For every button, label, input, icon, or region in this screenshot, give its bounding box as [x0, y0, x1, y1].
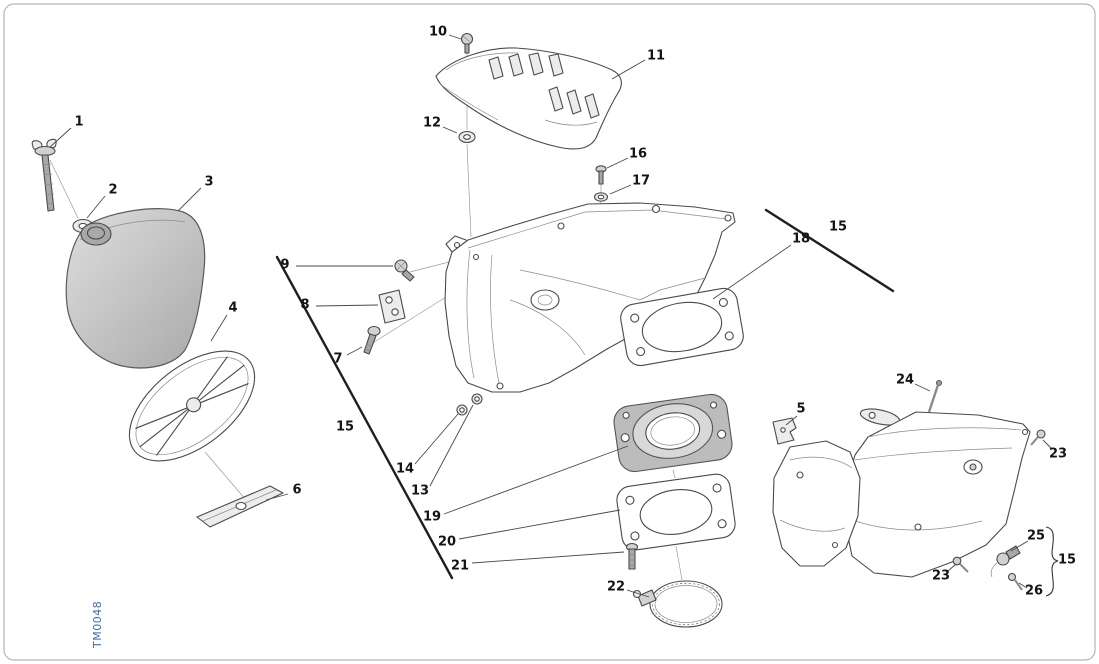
callout-leader-5: [785, 415, 798, 426]
part-switch-25: [990, 545, 1021, 578]
callout-23: 23: [1049, 447, 1067, 462]
callout-14: 14: [396, 462, 414, 477]
group-brace-15: [1045, 526, 1059, 597]
part-rear-housing: [844, 411, 1031, 578]
callout-26: 26: [1025, 584, 1043, 599]
callout-3: 3: [204, 175, 213, 190]
callout-leader-14: [414, 413, 459, 465]
part-hose-clamp: [632, 580, 723, 628]
callout-20: 20: [438, 535, 456, 550]
callout-10: 10: [429, 25, 447, 40]
part-screw-16: [595, 165, 607, 185]
part-clip-5: [772, 417, 797, 445]
callout-9: 9: [280, 258, 289, 273]
callout-8: 8: [300, 298, 309, 313]
part-gasket-20: [616, 473, 736, 551]
callout-12: 12: [423, 116, 441, 131]
callout-labels: 1234567891011121314151515161718192021222…: [74, 25, 1076, 599]
callout-leader-18: [712, 244, 792, 300]
callout-18: 18: [792, 232, 810, 247]
part-washer-12: [458, 130, 476, 144]
callout-leader-2: [86, 195, 106, 219]
callout-leader-8: [315, 304, 379, 307]
callout-7: 7: [333, 352, 342, 367]
callout-leader-22: [626, 589, 650, 598]
callout-leader-19: [443, 445, 629, 515]
callout-leader-6: [265, 493, 289, 501]
diagram-artwork: [31, 32, 1059, 628]
part-screw-23-upper: [1030, 429, 1046, 446]
part-trim-strip-right: [764, 208, 895, 293]
part-screw-10: [460, 32, 474, 54]
part-washer-13: [471, 393, 483, 405]
callout-leader-24: [914, 383, 931, 392]
callout-17: 17: [632, 174, 650, 189]
callout-25: 25: [1027, 529, 1045, 544]
part-screw-26: [1007, 572, 1023, 591]
callout-5: 5: [796, 402, 805, 417]
part-wing-bolt: [31, 138, 57, 212]
part-vented-cover: [435, 47, 622, 150]
callout-15: 15: [829, 220, 847, 235]
callout-leader-17: [609, 184, 632, 195]
part-bracket-8: [378, 289, 406, 324]
callout-24: 24: [896, 373, 914, 388]
callout-leader-13: [429, 404, 474, 487]
callout-leader-7: [346, 346, 363, 356]
part-bolt-21: [625, 542, 639, 570]
part-gasket-18: [620, 287, 744, 367]
callout-4: 4: [228, 301, 237, 316]
part-bolt-7: [363, 325, 381, 355]
callout-19: 19: [423, 510, 441, 525]
callout-leader-3: [177, 187, 202, 212]
part-screw-9: [394, 259, 415, 282]
callout-6: 6: [292, 483, 301, 498]
part-oval-grille: [128, 350, 256, 462]
part-front-tank: [772, 440, 861, 567]
part-trim-strip-left: [275, 255, 454, 580]
callout-16: 16: [629, 147, 647, 162]
callout-leader-12: [442, 126, 458, 134]
callout-2: 2: [108, 183, 117, 198]
part-screw-23-lower: [952, 556, 969, 573]
callout-22: 22: [607, 580, 625, 595]
page-border: [3, 3, 1096, 661]
part-washer-17: [593, 192, 609, 202]
callout-leader-1: [49, 127, 72, 148]
part-pin-24: [927, 379, 943, 413]
callout-leader-26: [1018, 582, 1028, 589]
callout-1: 1: [74, 115, 83, 130]
part-washer-14: [456, 404, 468, 416]
callout-leader-16: [606, 157, 629, 169]
tank-cap: [80, 222, 112, 246]
callout-leader-11: [611, 59, 646, 80]
callout-15: 15: [1058, 553, 1076, 568]
callout-15: 15: [336, 420, 354, 435]
callout-23: 23: [932, 569, 950, 584]
callout-leader-20: [458, 509, 621, 540]
callout-leader-25: [1010, 540, 1029, 552]
callout-leader-23: [1042, 439, 1053, 450]
callout-21: 21: [451, 559, 469, 574]
callout-13: 13: [411, 484, 429, 499]
part-fuel-tank: [65, 208, 206, 369]
part-adapter-ring: [613, 393, 733, 473]
callout-leader-4: [210, 314, 228, 342]
drawing-id: TM0048: [91, 601, 104, 649]
callout-leader-10: [448, 34, 462, 40]
callout-11: 11: [647, 49, 665, 64]
callout-leaders: [49, 34, 1053, 598]
part-lever: [859, 408, 901, 426]
callout-leader-23: [947, 563, 957, 572]
part-strip: [196, 485, 284, 528]
callout-leader-21: [471, 551, 625, 564]
